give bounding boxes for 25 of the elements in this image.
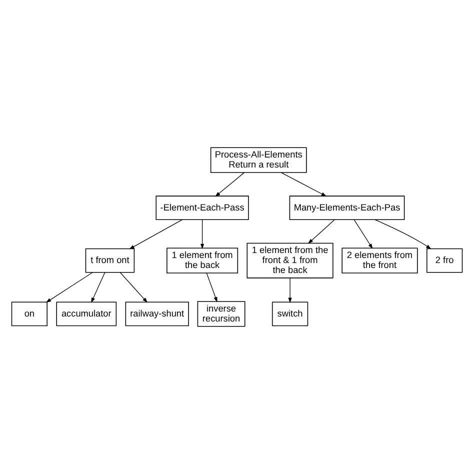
node-box: Many-Elements-Each-Pas xyxy=(289,196,405,220)
node-box: 1 element from the front & 1 from the back xyxy=(246,242,334,278)
arrow xyxy=(129,219,183,250)
node-box: Process-All-Elements Return a result xyxy=(210,147,307,173)
arrow xyxy=(288,278,292,303)
node-box: accumulator xyxy=(56,302,117,326)
arrow xyxy=(200,219,204,250)
arrow xyxy=(46,272,94,303)
arrow xyxy=(354,219,373,249)
arrow xyxy=(374,219,432,250)
arrow xyxy=(215,172,244,197)
arrow xyxy=(120,272,148,303)
arrow xyxy=(280,172,327,196)
node-box: on xyxy=(11,302,48,326)
node-box: inverse recursion xyxy=(197,301,246,327)
node-box: 1 element from the back xyxy=(166,248,238,274)
arrow xyxy=(91,272,106,303)
arrow xyxy=(308,219,335,244)
node-box: 2 elements from the front xyxy=(342,248,418,274)
node-box: -Element-Each-Pass xyxy=(156,196,249,220)
node-box: railway-shunt xyxy=(125,302,189,326)
node-box: 2 fro xyxy=(426,248,463,273)
node-box: t from ont xyxy=(85,248,135,273)
node-box: switch xyxy=(272,302,308,326)
arrow xyxy=(206,272,218,302)
